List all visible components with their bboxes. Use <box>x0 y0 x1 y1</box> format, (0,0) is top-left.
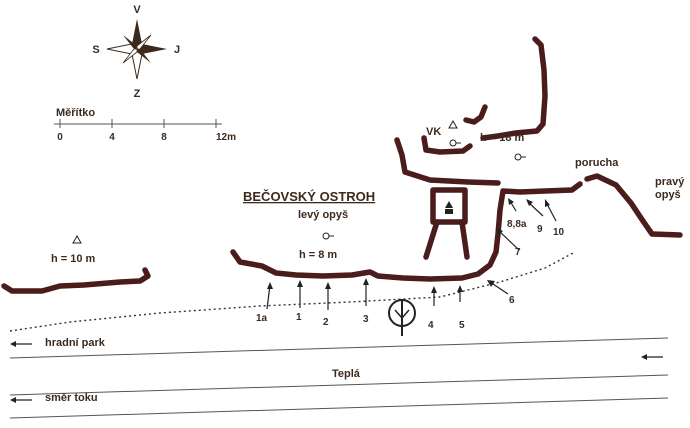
wall-upper-right <box>480 36 548 141</box>
scale-tick-8: 8 <box>161 132 167 143</box>
scale-tick-4: 4 <box>109 132 115 143</box>
right-bank-label-1: pravý <box>655 176 685 188</box>
point-label: 3 <box>363 314 369 325</box>
compass-south: Z <box>134 88 141 100</box>
wall-upper-small <box>463 104 488 125</box>
flow-arrows <box>10 341 663 403</box>
upper-height-label: h = 18 m <box>480 132 525 144</box>
triangle-vk-marker <box>448 119 458 129</box>
scale-title: Měřítko <box>56 107 95 119</box>
map-title: BEČOVSKÝ OSTROH <box>243 189 375 204</box>
tree-icon <box>388 299 416 336</box>
vk-label: VK <box>426 126 441 138</box>
tower-box <box>430 187 468 225</box>
compass-west: S <box>92 44 99 56</box>
point-label: 6 <box>509 295 515 306</box>
river-edge-1 <box>9 337 669 359</box>
tower-marker-base <box>445 209 453 214</box>
triangle-left-marker <box>72 234 82 244</box>
scale-bar: Měřítko 0 4 8 12m <box>54 107 236 143</box>
park-label: hradní park <box>45 337 106 349</box>
river-edge-2 <box>9 374 669 396</box>
river-edge-3 <box>9 397 669 419</box>
point-label: 5 <box>459 320 465 331</box>
scale-tick-0: 0 <box>57 132 63 143</box>
left-height-label: h = 10 m <box>51 253 96 265</box>
river-lines <box>9 337 669 419</box>
point-label: 10 <box>553 227 565 238</box>
survey-markers <box>72 119 526 244</box>
tower-leg-right <box>459 219 470 260</box>
dotted-path <box>9 251 576 332</box>
compass-rose: V Z S J <box>92 4 180 100</box>
tower-leg-left <box>423 219 440 260</box>
point-label: 9 <box>537 224 543 235</box>
walls <box>1 36 683 294</box>
point-label: 1a <box>256 313 268 324</box>
right-bank-label-2: opyš <box>655 189 681 201</box>
main-wall <box>230 181 583 282</box>
point-label: 7 <box>515 247 521 258</box>
point-markers: 1a 1 2 3 4 5 6 7 8,8a 9 10 <box>256 198 565 331</box>
map-subtitle: levý opyš <box>298 209 348 221</box>
flow-label: směr toku <box>45 392 98 404</box>
compass-east: J <box>174 44 180 56</box>
point-label: 4 <box>428 320 434 331</box>
center-height-label: h = 8 m <box>299 249 337 261</box>
river-name: Teplá <box>332 368 361 380</box>
poruch-label: porucha <box>575 157 619 169</box>
point-label: 8,8a <box>507 219 527 230</box>
compass-north: V <box>133 4 141 16</box>
spring-marker-vk <box>449 139 461 147</box>
spring-marker-upper <box>514 153 526 161</box>
scale-tick-12: 12m <box>216 132 236 143</box>
wall-mid-left <box>394 137 501 186</box>
wall-vk <box>421 135 473 155</box>
left-wall <box>1 267 151 294</box>
point-label: 2 <box>323 317 329 328</box>
right-wall <box>584 173 683 238</box>
spring-marker-center <box>322 232 334 240</box>
tower-marker <box>445 201 453 208</box>
point-label: 1 <box>296 312 302 323</box>
